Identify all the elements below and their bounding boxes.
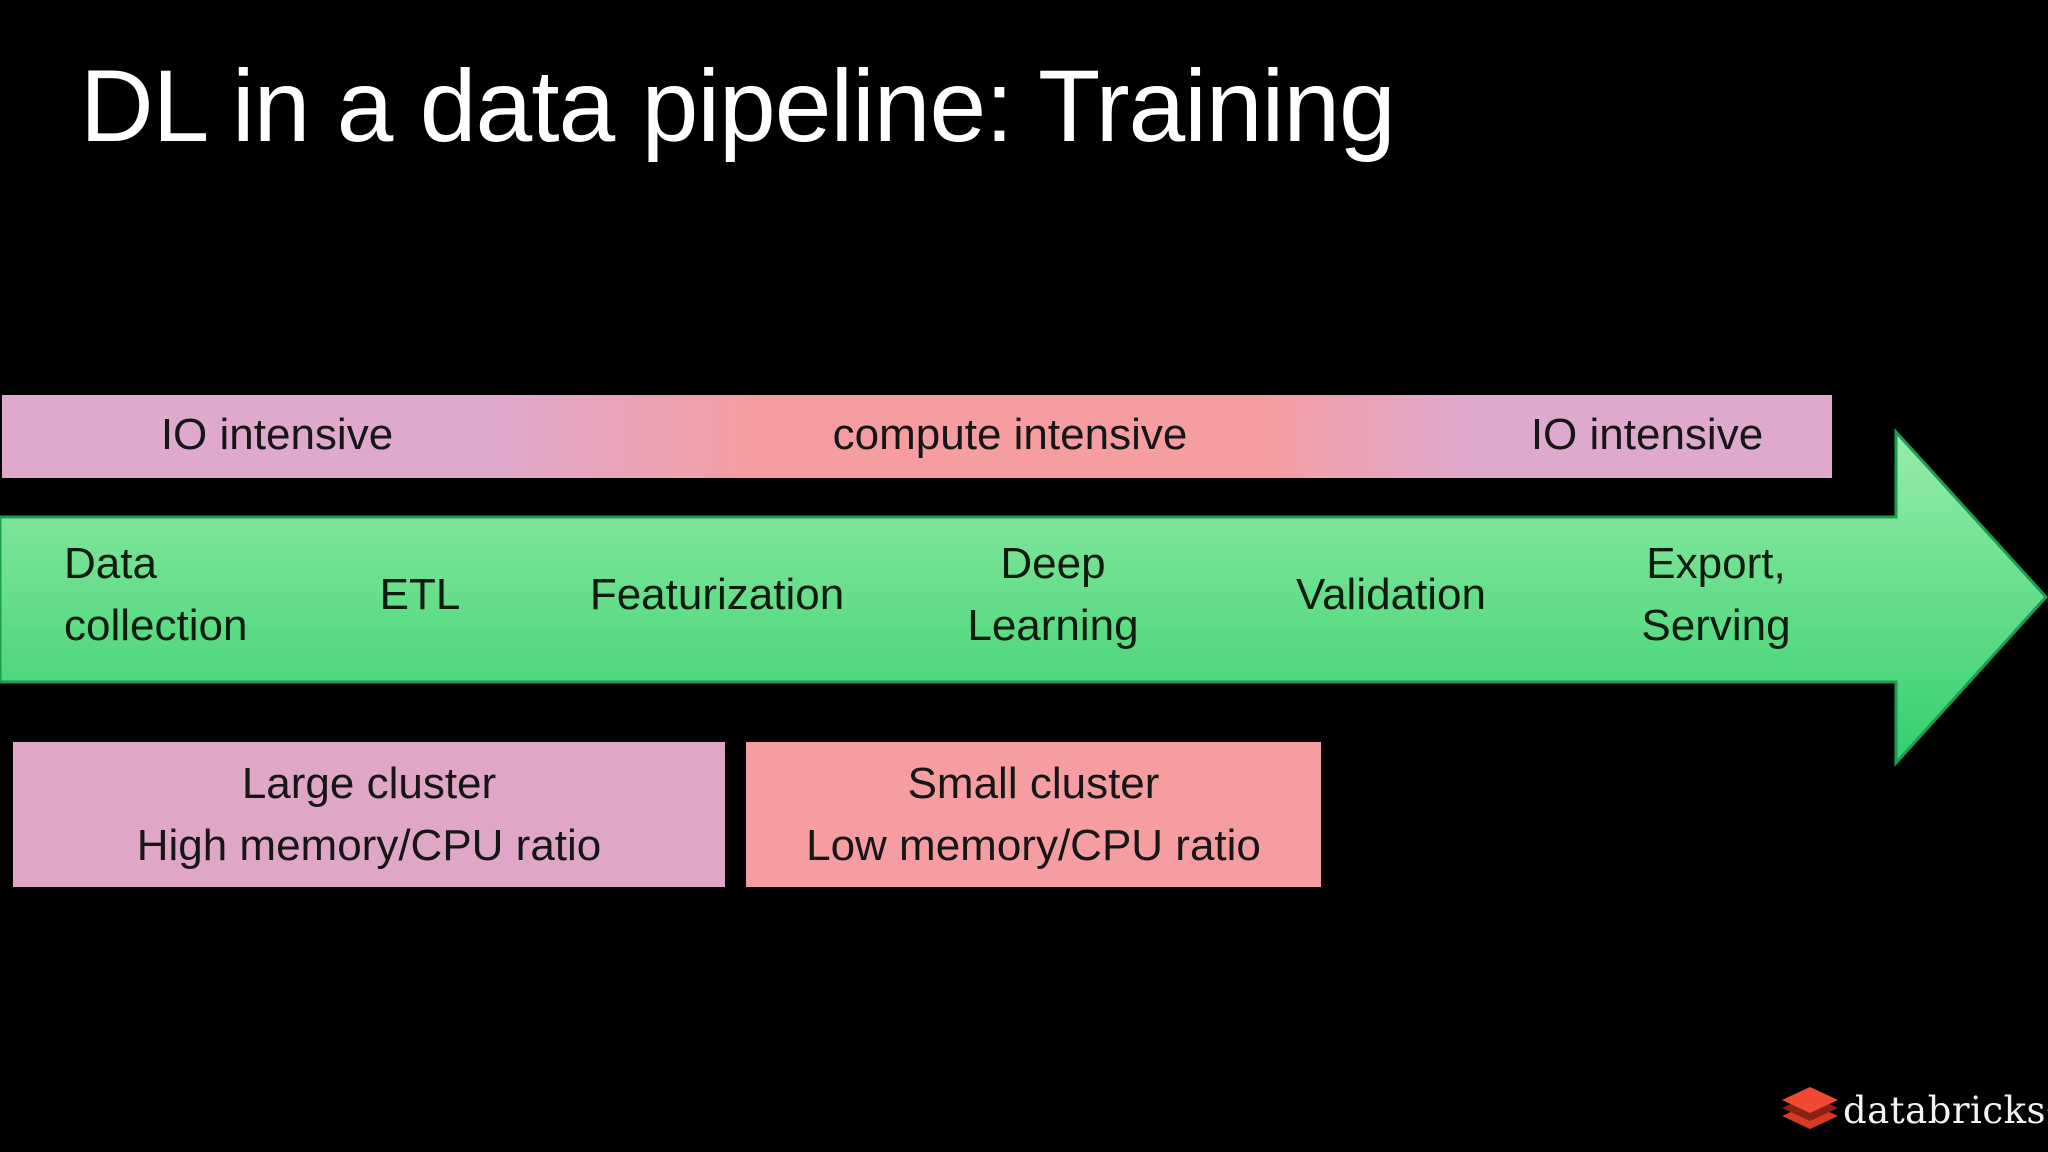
stage-export-serving: Export, Serving [1641,533,1790,657]
stage-validation: Validation [1296,564,1486,626]
cluster-box-line: Small cluster [907,758,1160,808]
stage-label-line: Deep [1000,539,1106,588]
intensity-label-io-left: IO intensive [160,409,394,459]
stage-label-line: collection [64,601,248,650]
intensity-label-io-right: IO intensive [1530,409,1764,459]
databricks-icon [1782,1087,1838,1129]
stage-label-line: Data [64,539,157,588]
trademark-dot: · [2046,1095,2048,1125]
cluster-box-line: Large cluster [241,758,497,808]
stage-label-line: Learning [967,601,1139,650]
intensity-label-compute: compute intensive [832,409,1188,459]
small-cluster-box: Small cluster Low memory/CPU ratio [746,742,1321,887]
pipeline-arrow [0,428,2048,767]
stage-label-line: Serving [1641,601,1791,650]
pipeline-arrow-shape [0,428,2048,767]
databricks-wordmark: databricks [1843,1088,2047,1132]
cluster-box-line: High memory/CPU ratio [136,820,602,870]
stage-featurization: Featurization [590,564,844,626]
stage-label-line: ETL [379,570,461,619]
cluster-box-line: Low memory/CPU ratio [806,820,1261,870]
stage-label-line: Export, [1646,539,1786,588]
slide-title: DL in a data pipeline: Training [80,49,1396,163]
stage-deep-learning: Deep Learning [967,533,1138,657]
databricks-logo: databricks · [1781,1083,2048,1137]
stage-label-line: Featurization [589,570,845,619]
stage-data-collection: Data collection [64,533,247,657]
stage-etl: ETL [380,564,461,626]
intensity-bar: IO intensive compute intensive IO intens… [2,395,1832,478]
large-cluster-box: Large cluster High memory/CPU ratio [13,742,725,887]
stage-label-line: Validation [1296,570,1486,619]
